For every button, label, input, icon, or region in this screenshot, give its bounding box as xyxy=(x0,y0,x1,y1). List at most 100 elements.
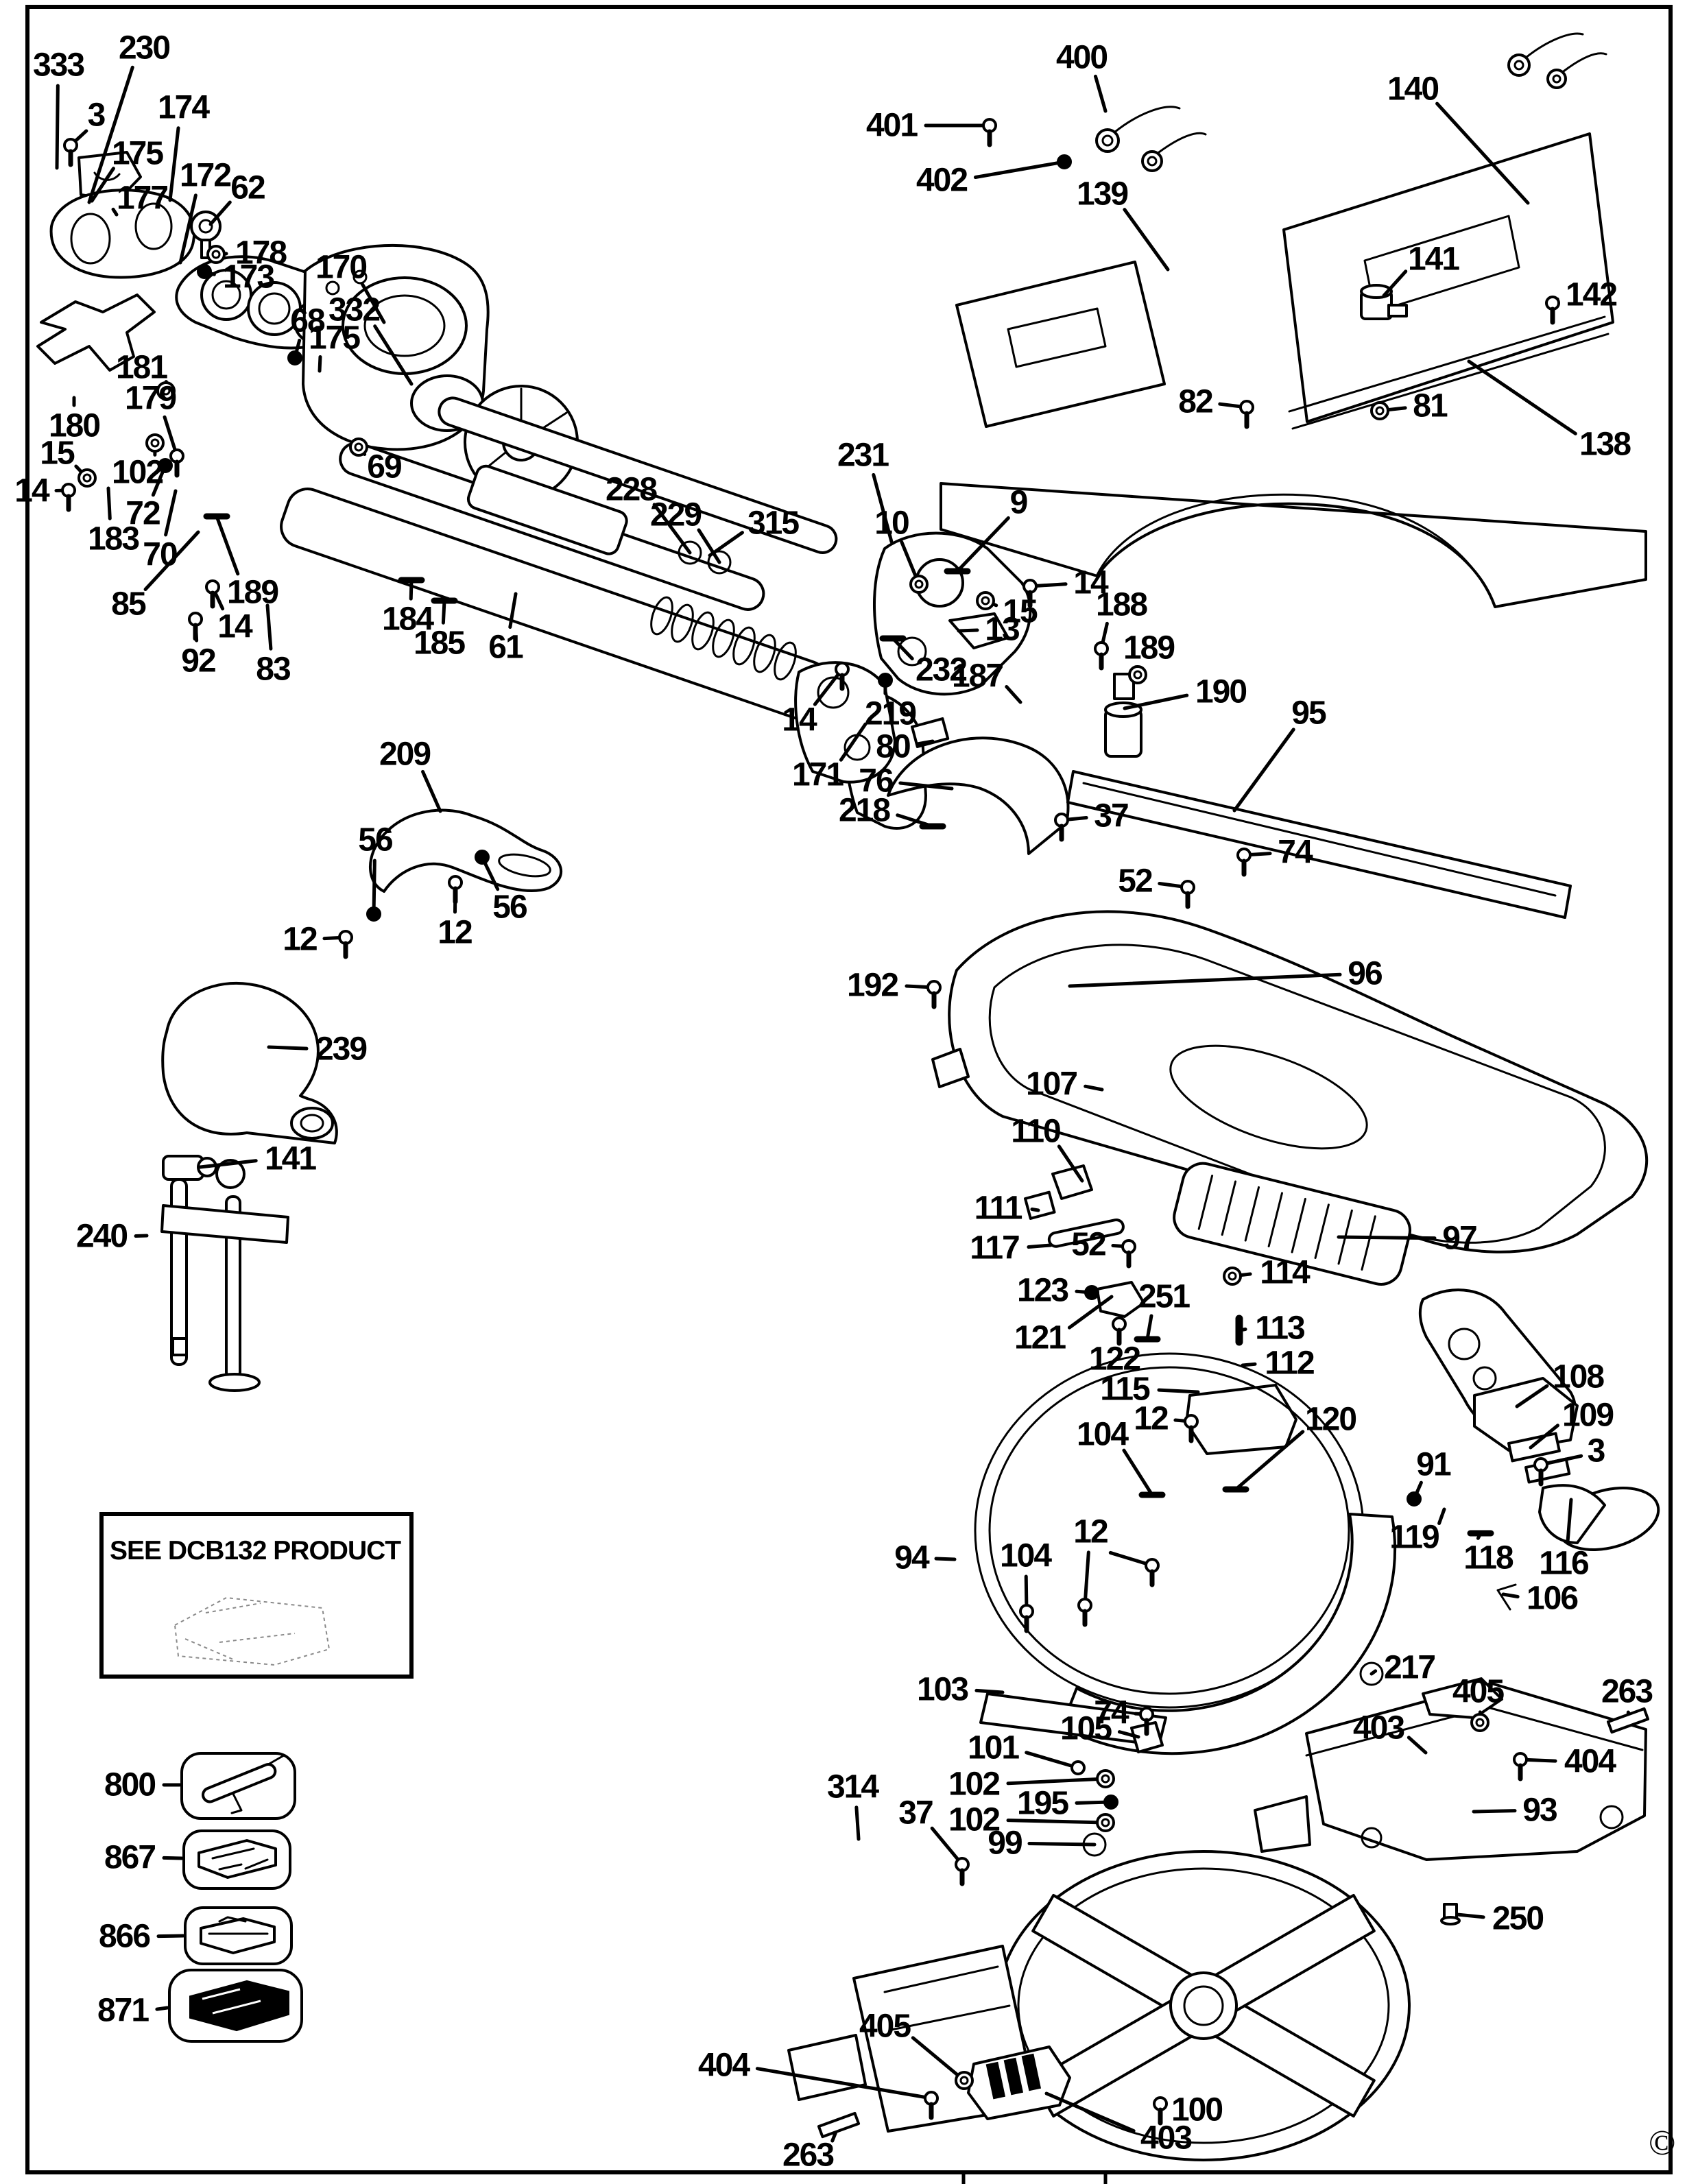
page-frame xyxy=(25,5,1673,2174)
callout-187: 187 xyxy=(951,658,1004,695)
callout-12: 12 xyxy=(438,914,472,951)
callout-217: 217 xyxy=(1383,1649,1436,1686)
leader-line-96 xyxy=(1068,972,1342,988)
base-tab xyxy=(1254,1795,1311,1853)
callout-113: 113 xyxy=(1255,1310,1305,1347)
leader-line-112 xyxy=(1241,1362,1257,1367)
callout-121: 121 xyxy=(1014,1319,1066,1356)
callout-14: 14 xyxy=(782,701,817,739)
callout-871: 871 xyxy=(97,1992,149,2029)
callout-190: 190 xyxy=(1195,673,1247,710)
detent-hole xyxy=(1472,1366,1497,1391)
leader-line-62 xyxy=(208,200,232,226)
material-clamp-240 xyxy=(160,1159,289,1392)
leader-line-115 xyxy=(1157,1388,1200,1394)
callout-95: 95 xyxy=(1291,695,1326,732)
housing-hole xyxy=(325,280,340,296)
housing-hole xyxy=(352,269,368,285)
info-box xyxy=(99,1512,414,1679)
callout-209: 209 xyxy=(379,736,431,773)
callout-333: 333 xyxy=(32,47,85,84)
callout-231: 231 xyxy=(837,437,889,474)
callout-56: 56 xyxy=(358,821,393,859)
callout-175: 175 xyxy=(111,135,164,172)
callout-69: 69 xyxy=(367,448,402,485)
callout-141: 141 xyxy=(264,1140,317,1177)
callout-99: 99 xyxy=(988,1825,1022,1862)
fence-base-arc xyxy=(1096,493,1495,605)
dust-bag-239 xyxy=(161,982,338,1144)
lever-arm-116 xyxy=(1538,1484,1606,1544)
leader-line-117 xyxy=(1027,1243,1053,1249)
dust-bag-nozzle xyxy=(290,1107,334,1140)
callout-189: 189 xyxy=(1123,629,1175,667)
leader-line-402 xyxy=(973,160,1066,180)
leader-lines xyxy=(54,65,1650,2143)
leader-line-232 xyxy=(891,636,914,661)
leader-line-171 xyxy=(839,722,868,762)
link-hole xyxy=(817,676,850,709)
slide-rail-upper-315 xyxy=(438,396,838,554)
leader-line-183 xyxy=(106,486,112,520)
callout-195: 195 xyxy=(1016,1785,1069,1822)
leader-line-139 xyxy=(1123,208,1170,272)
callout-122: 122 xyxy=(1088,1341,1141,1378)
callout-52: 52 xyxy=(1071,1226,1106,1263)
rod-117 xyxy=(1047,1218,1125,1248)
leader-line-229 xyxy=(697,528,721,564)
leader-line-141 xyxy=(1382,269,1408,298)
leader-line-400 xyxy=(1093,74,1108,113)
callout-177: 177 xyxy=(116,180,169,217)
leader-line-103 xyxy=(974,1688,1005,1694)
leader-line-95 xyxy=(1232,728,1295,813)
callout-401: 401 xyxy=(865,107,918,144)
leader-line-314 xyxy=(854,1805,861,1841)
leader-line-107 xyxy=(1084,1084,1104,1092)
callout-140: 140 xyxy=(1387,71,1439,108)
leader-line-177 xyxy=(111,207,119,217)
leader-line-9 xyxy=(955,516,1010,573)
callout-81: 81 xyxy=(1413,387,1448,424)
carry-handle-slot xyxy=(498,853,551,878)
callout-404: 404 xyxy=(697,2047,750,2084)
callout-97: 97 xyxy=(1442,1220,1477,1257)
leader-line-209 xyxy=(421,769,442,813)
turntable-hub-hole xyxy=(1183,1985,1224,2026)
callout-405: 405 xyxy=(1452,1673,1505,1710)
plate-109 xyxy=(1507,1432,1561,1463)
callout-91: 91 xyxy=(1416,1446,1451,1483)
table-tab xyxy=(931,1048,970,1088)
callout-100: 100 xyxy=(1171,2091,1223,2128)
callout-192: 192 xyxy=(846,967,899,1004)
callout-52: 52 xyxy=(1118,863,1153,900)
callout-118: 118 xyxy=(1463,1539,1513,1576)
motor-housing-vent xyxy=(363,294,446,357)
callout-175: 175 xyxy=(308,320,361,357)
grate-97 xyxy=(1173,1162,1411,1286)
callout-171: 171 xyxy=(791,756,844,793)
callout-92: 92 xyxy=(181,643,216,680)
leader-line-170 xyxy=(360,282,386,324)
callout-314: 314 xyxy=(826,1768,879,1805)
callout-867: 867 xyxy=(104,1839,156,1876)
callout-183: 183 xyxy=(87,520,140,557)
callout-116: 116 xyxy=(1539,1545,1589,1582)
leader-line-174 xyxy=(168,126,180,202)
leader-line-104 xyxy=(1122,1448,1154,1497)
leader-line-109 xyxy=(1529,1424,1559,1450)
leader-line-404 xyxy=(755,2067,933,2100)
grease-gun-icon xyxy=(202,1754,285,1814)
detent-hole xyxy=(1448,1328,1481,1360)
leader-line-172 xyxy=(178,193,198,265)
leader-line-97 xyxy=(1337,1235,1437,1240)
leader-line-116 xyxy=(1566,1498,1573,1545)
leader-line-405 xyxy=(911,2036,966,2083)
fence-plate-140 xyxy=(1282,132,1614,423)
leader-line-189 xyxy=(215,514,240,576)
callout-56: 56 xyxy=(492,889,527,926)
callout-123: 123 xyxy=(1016,1272,1069,1309)
base-hole xyxy=(1599,1805,1624,1829)
leader-line-37 xyxy=(930,1826,964,1867)
leader-line-871 xyxy=(155,2006,169,2011)
